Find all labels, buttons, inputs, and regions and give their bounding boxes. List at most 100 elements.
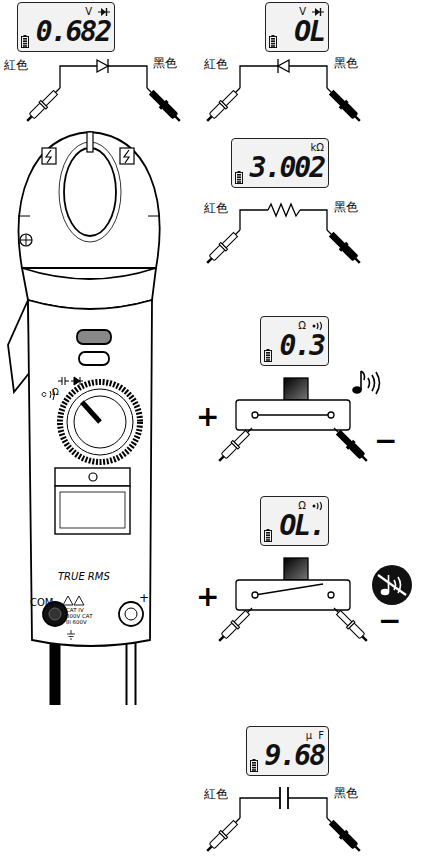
lcd-display: V0.682 [17,2,115,52]
clamp-meter [42,377,83,400]
beep-icon [368,378,370,388]
lead-colour-label: 黑色 [334,787,358,800]
clamp-meter [58,377,69,385]
model-marking: TRUE RMS [58,571,110,582]
jack-label: COM [30,597,53,608]
unit-row: Ω [298,499,324,512]
battery-icon [269,35,277,48]
resistor-circuit [268,204,300,216]
battery-icon [264,529,272,542]
red-probe [204,227,244,267]
lcd-display: kΩ3.002 [231,138,329,188]
clamp-meter [120,148,134,164]
display-reading: 3.002 [236,154,324,182]
battery-icon [235,171,243,184]
continuity-open [252,592,258,598]
lead-colour-label: 黑色 [153,57,177,70]
red-probe [216,425,256,465]
lcd-display: μF9.68 [246,726,329,776]
black-probe [324,815,364,855]
continuity-open [236,558,350,610]
display-reading: 0.3 [265,332,324,360]
diode-reverse-circuit [277,59,278,73]
no-beep-icon [382,590,389,595]
diode-forward-circuit [60,59,147,88]
capacitor-circuit [240,787,327,818]
unit-symbol: V [299,6,306,17]
lead-colour-label: 紅色 [4,59,28,72]
capacitor-circuit [279,787,281,809]
red-probe [204,815,244,855]
red-probe [24,85,64,125]
unit-row: V [85,5,110,18]
unit-symbol: F [318,730,324,741]
display-reading: OL. [265,512,324,540]
polarity-sign: + [196,582,219,613]
clamp-meter [71,377,83,385]
beep-indicator [312,501,324,511]
beep-icon [353,371,380,394]
diode-indicator [98,7,110,17]
beep-icon [372,375,375,391]
continuity-open [284,558,308,580]
battery-icon [264,349,272,362]
diode-indicator [312,7,324,17]
capacitor-circuit [287,787,289,809]
resistor-circuit [240,210,268,230]
continuity-open [328,592,334,598]
clamp-meter [55,468,130,486]
red-probe [216,605,256,645]
lcd-display: VOL [265,2,329,52]
battery-icon [250,759,258,772]
clamp-meter [18,216,30,217]
display-reading: OL [280,18,324,46]
display-reading: 9.68 [251,742,324,770]
lead-colour-label: 紅色 [204,58,228,71]
continuity-closed [255,414,331,415]
jack-label: + [139,592,149,605]
battery-icon [21,35,29,48]
lead-colour-label: 紅色 [204,202,228,215]
black-probe [144,85,184,125]
red-probe [204,85,244,125]
clamp-meter [49,608,61,620]
continuity-open [236,580,350,610]
resistor-circuit [240,204,327,230]
lcd-display: Ω0.3 [260,316,329,366]
capacitor-circuit [240,798,280,818]
clamp-meter [19,132,160,268]
unit-symbol: kΩ [311,142,324,153]
diode-forward-circuit [60,66,147,88]
black-probe [324,85,364,125]
diode-forward-circuit [107,59,108,73]
diode-reverse-circuit [240,59,327,88]
unit-row: μF [306,729,324,742]
clamp-meter [20,234,32,246]
beep-icon [361,371,365,380]
clamp-meter [59,142,121,242]
diode-reverse-circuit [278,60,289,72]
no-beep-icon [378,575,406,595]
unit-symbol: V [85,6,92,17]
clamp-meter [67,630,75,639]
clamp-meter [42,148,56,164]
no-beep-icon [372,565,412,605]
clamp-meter [119,602,143,626]
display-reading: 0.682 [22,18,110,46]
continuity-open [255,584,323,595]
unit-row: Ω [298,319,324,332]
clamp-meter [124,150,129,163]
clamp-meter [77,330,111,344]
beep-indicator [312,321,324,331]
no-beep-icon [378,575,406,595]
lead-colour-label: 黑色 [334,201,358,214]
clamp-meter [55,486,130,534]
polarity-sign: + [196,402,219,433]
clamp-meter [79,352,109,365]
beep-icon [360,371,362,390]
continuity-closed [252,412,258,418]
clamp-meter [46,150,51,163]
unit-symbol: Ω [298,500,306,511]
clamp-meter [64,148,116,236]
no-beep-icon [372,565,412,605]
